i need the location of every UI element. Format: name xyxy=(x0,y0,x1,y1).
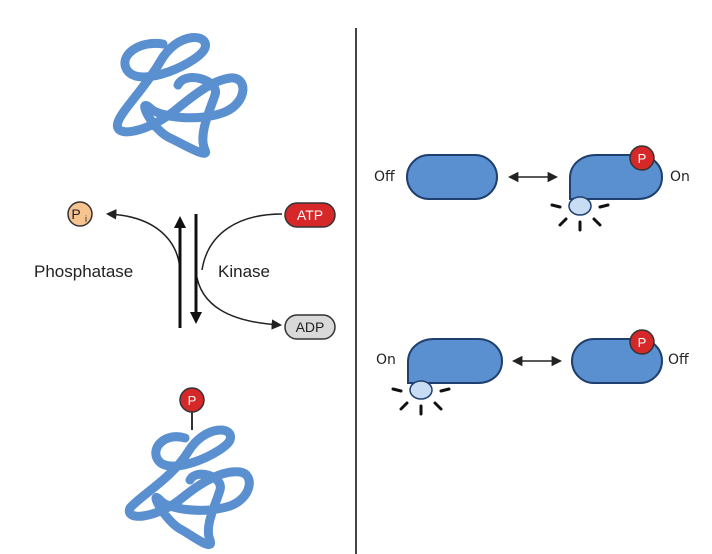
inorganic-phosphate: P i xyxy=(67,201,93,227)
state-label-on-top: On xyxy=(670,169,690,185)
kinase-curve-arrow xyxy=(195,271,283,330)
unphosphorylated-protein xyxy=(112,33,248,158)
state-label-off-top: Off xyxy=(374,169,395,185)
phosphate-label-bottom: P xyxy=(638,335,647,350)
pi-label: P xyxy=(71,206,80,222)
active-protein-top: P xyxy=(550,145,664,232)
pi-subscript: i xyxy=(85,214,87,224)
phosphatase-label: Phosphatase xyxy=(34,262,133,281)
atp-label: ATP xyxy=(297,207,323,223)
kinase-label: Kinase xyxy=(218,262,270,281)
adp-label: ADP xyxy=(296,319,325,335)
state-label-on-bottom: On xyxy=(376,352,396,368)
inactive-protein-bottom: P xyxy=(571,329,663,384)
atp-badge: ATP xyxy=(284,202,336,228)
kinase-curve-in xyxy=(201,213,283,271)
adp-badge: ADP xyxy=(284,314,336,340)
active-protein-bottom xyxy=(391,338,504,416)
phosphate-label-top: P xyxy=(638,151,647,166)
state-label-off-bottom: Off xyxy=(668,352,689,368)
phosphorylated-protein: P xyxy=(124,387,254,550)
inactive-protein-top xyxy=(406,154,498,200)
phosphate-label: P xyxy=(188,393,197,408)
